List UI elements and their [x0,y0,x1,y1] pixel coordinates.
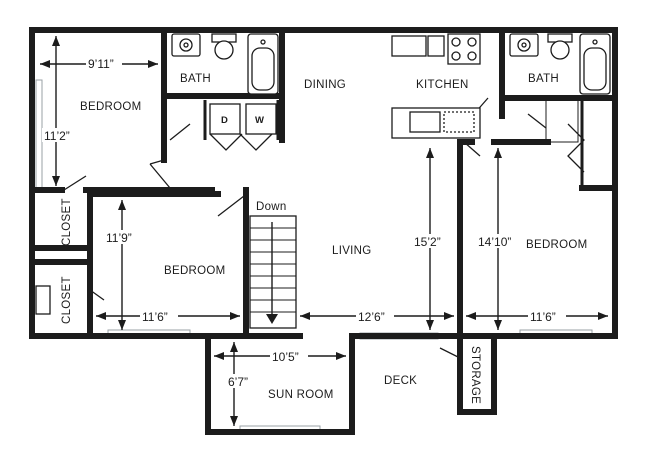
kitchen-fixtures [391,33,481,139]
dryer-label: D [221,115,228,126]
sun-room-label: SUN ROOM [268,389,334,401]
dimension-labels: 9’11” 11’2” 11’9” 11’6” 15’2” 12’6” 14’1… [42,56,566,389]
bath-right-label: BATH [528,73,559,85]
dim-sun-room-depth: 6’7” [228,375,248,389]
closet-shelf [35,285,51,315]
bath-left-label: BATH [180,73,211,85]
dining-label: DINING [304,79,346,91]
walls [29,27,618,435]
dim-living-width: 12’6” [358,310,385,324]
dim-living-depth: 15’2” [414,235,441,249]
dim-bedroom-left-depth: 11’2” [44,129,70,143]
washer-label: W [255,115,264,126]
dim-bedroom-middle-depth: 11’9” [106,231,132,245]
dim-bedroom-right-width: 11’6” [530,310,556,324]
dim-bedroom-right-depth: 14’10” [478,235,511,249]
dim-bedroom-middle-width: 11’6” [142,310,168,324]
living-label: LIVING [332,245,372,257]
room-labels: BEDROOM BATH DINING KITCHEN BATH BEDROOM… [61,73,588,404]
bedroom-left-label: BEDROOM [80,101,142,113]
doors [63,97,585,359]
bedroom-right-label: BEDROOM [526,239,588,251]
dim-sun-room-width: 10’5” [272,350,299,364]
right-bath-fixtures [509,33,611,95]
bedroom-middle-label: BEDROOM [164,265,226,277]
stairs-label: Down [256,201,287,213]
storage-label: STORAGE [469,346,481,404]
deck-label: DECK [384,375,417,387]
left-bath-fixtures [171,33,279,95]
closet-top-label: CLOSET [61,198,73,246]
appliance-labels: D W [221,115,264,126]
kitchen-label: KITCHEN [416,79,469,91]
closet-bottom-label: CLOSET [61,276,73,324]
stairs [249,215,297,329]
dim-bedroom-left-width: 9’11” [88,57,114,71]
washer-dryer [209,103,277,135]
